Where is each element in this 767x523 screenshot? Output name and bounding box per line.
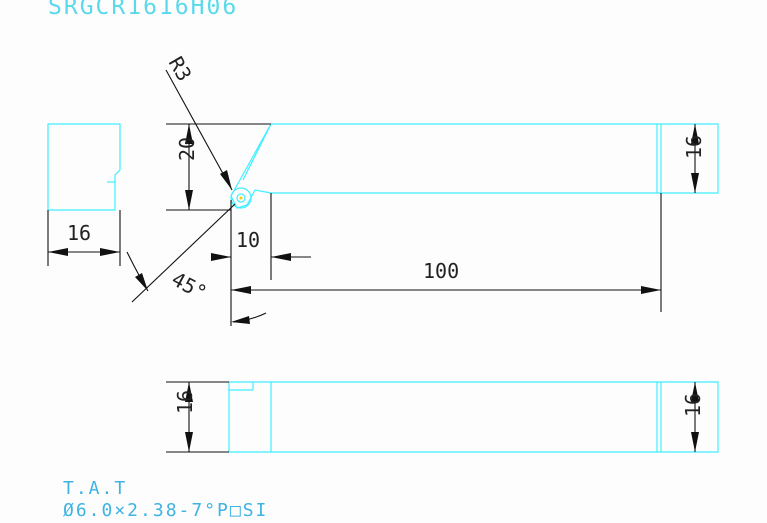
arrow-16r-bottom — [691, 173, 699, 193]
part-number-title: SRGCR1616H06 — [48, 0, 239, 20]
height-16-right-label: 16 — [682, 135, 706, 159]
angle-45-line — [131, 203, 236, 303]
radius-label: R3 — [164, 52, 197, 85]
arrow-100-left — [231, 286, 251, 294]
arrow-20-top — [185, 124, 193, 144]
side-outline — [228, 381, 719, 453]
length-100-label: 100 — [423, 259, 459, 283]
head-edge — [242, 123, 272, 181]
arrow-right — [100, 248, 120, 256]
end-view — [47, 123, 121, 266]
tool-body-outline — [230, 123, 719, 209]
arrow-10-left — [211, 253, 231, 261]
offset-10-label: 10 — [236, 228, 260, 252]
arrow-20-bottom — [185, 190, 193, 210]
arrow-100-right — [641, 286, 661, 294]
arrow-10-right — [271, 253, 291, 261]
angle-45-label: 45° — [168, 267, 211, 305]
arrow-16sl-top — [185, 382, 193, 402]
note-line-1: T.A.T — [63, 478, 128, 499]
insert-hole — [236, 193, 246, 203]
insert-center — [239, 196, 243, 200]
angle-arrow-left — [135, 273, 148, 291]
width-16-label: 16 — [67, 221, 91, 245]
radius-arrow — [220, 170, 232, 190]
radius-leader — [165, 69, 233, 191]
side-16-left-label: 16 — [173, 390, 197, 414]
arrow-16r-top — [691, 124, 699, 144]
note-line-2: Ø6.0×2.38-7°P□SI — [63, 500, 269, 521]
angle-arrow-bottom — [231, 316, 250, 324]
side-16-right-label: 16 — [681, 393, 705, 417]
arrow-left — [48, 248, 68, 256]
top-view — [126, 69, 719, 326]
arrow-16sr-bottom — [691, 432, 699, 452]
side-view — [166, 381, 719, 453]
height-20-label: 20 — [175, 137, 199, 161]
insert-circle — [230, 187, 252, 209]
end-view-outline — [47, 123, 121, 211]
arrow-16sl-bottom — [185, 432, 193, 452]
arrow-16sr-top — [691, 382, 699, 402]
